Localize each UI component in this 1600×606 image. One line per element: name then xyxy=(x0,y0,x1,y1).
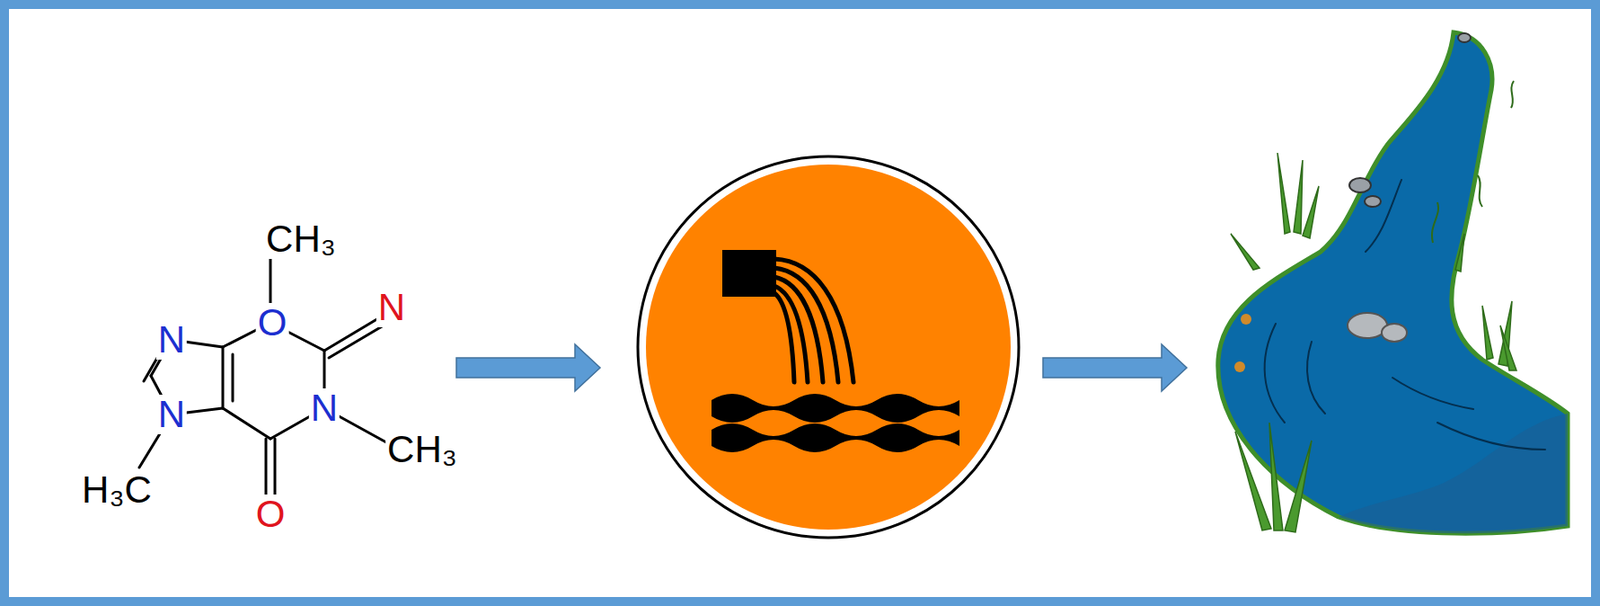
oxygen-atom: N xyxy=(376,287,407,328)
methyl-group: CH₃ xyxy=(264,219,338,259)
molecule-bonds xyxy=(139,256,389,504)
block-arrow xyxy=(456,344,601,391)
nitrogen-atom: O xyxy=(256,302,290,343)
oxygen-atom: O xyxy=(254,494,288,534)
nitrogen-atom: N xyxy=(156,319,187,360)
nitrogen-atom: N xyxy=(309,388,340,428)
methyl-group: CH₃ xyxy=(385,429,460,469)
wastewater-icon xyxy=(637,156,1019,538)
block-arrow xyxy=(1043,344,1187,391)
methyl-group: H₃C xyxy=(79,469,154,510)
river-illustration xyxy=(1218,32,1568,533)
nitrogen-atom: N xyxy=(156,394,187,434)
frame xyxy=(4,4,1596,602)
